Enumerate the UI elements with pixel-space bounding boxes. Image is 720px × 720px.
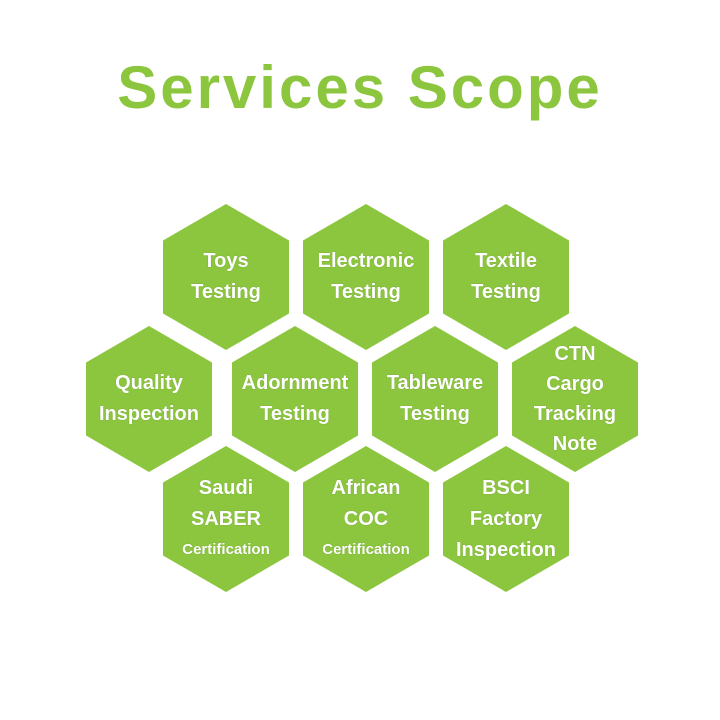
hex-label-line: CTN	[554, 343, 596, 365]
hex-label-line: Testing	[400, 403, 470, 425]
hex-label-line: Certification	[322, 541, 410, 558]
hex-label-line: SABER	[190, 508, 261, 530]
hex-label-line: COC	[343, 508, 389, 530]
hex-label-line: BSCI	[482, 476, 530, 499]
hex-quality-inspection: Quality Inspection	[86, 326, 212, 472]
hex-label-line: Testing	[191, 281, 261, 303]
hex-bsci-factory-inspection: BSCI Factory Inspection	[443, 446, 569, 592]
hex-label-line: Adornment	[241, 372, 349, 394]
hex-label-line: Testing	[331, 281, 401, 303]
hex-label-line: Testing	[260, 403, 330, 425]
hex-tableware-testing: Tableware Testing	[372, 326, 498, 472]
hex-label-line: Inspection	[455, 538, 556, 561]
hex-label-line: Inspection	[98, 403, 199, 425]
hex-textile-testing: Textile Testing	[443, 204, 569, 350]
page-title: Services Scope	[117, 54, 603, 121]
hex-adornment-testing: Adornment Testing	[232, 326, 358, 472]
hex-label-line: Cargo	[546, 373, 604, 395]
hex-label-line: Testing	[471, 281, 541, 303]
hex-ctn-cargo-tracking-note: CTN Cargo Tracking Note	[512, 326, 638, 472]
hex-saudi-saber-certification: Saudi SABER Certification	[163, 446, 289, 592]
hex-label-line: Tracking	[533, 403, 617, 425]
hex-label-line: Note	[552, 433, 598, 455]
hex-label-line: Toys	[203, 250, 249, 272]
hex-label-line: Electronic	[317, 250, 415, 272]
hex-label-line: Textile	[475, 250, 537, 272]
hex-african-coc-certification: African COC Certification	[303, 446, 429, 592]
hex-electronic-testing: Electronic Testing	[303, 204, 429, 350]
hex-label-line: African	[331, 477, 401, 499]
hex-label-line: Quality	[115, 372, 183, 394]
hex-label-line: Factory	[469, 507, 543, 530]
hex-label-line: Certification	[182, 541, 270, 558]
hex-label-line: Saudi	[198, 477, 254, 499]
hex-toys-testing: Toys Testing	[163, 204, 289, 350]
hex-label-line: Tableware	[386, 372, 484, 394]
